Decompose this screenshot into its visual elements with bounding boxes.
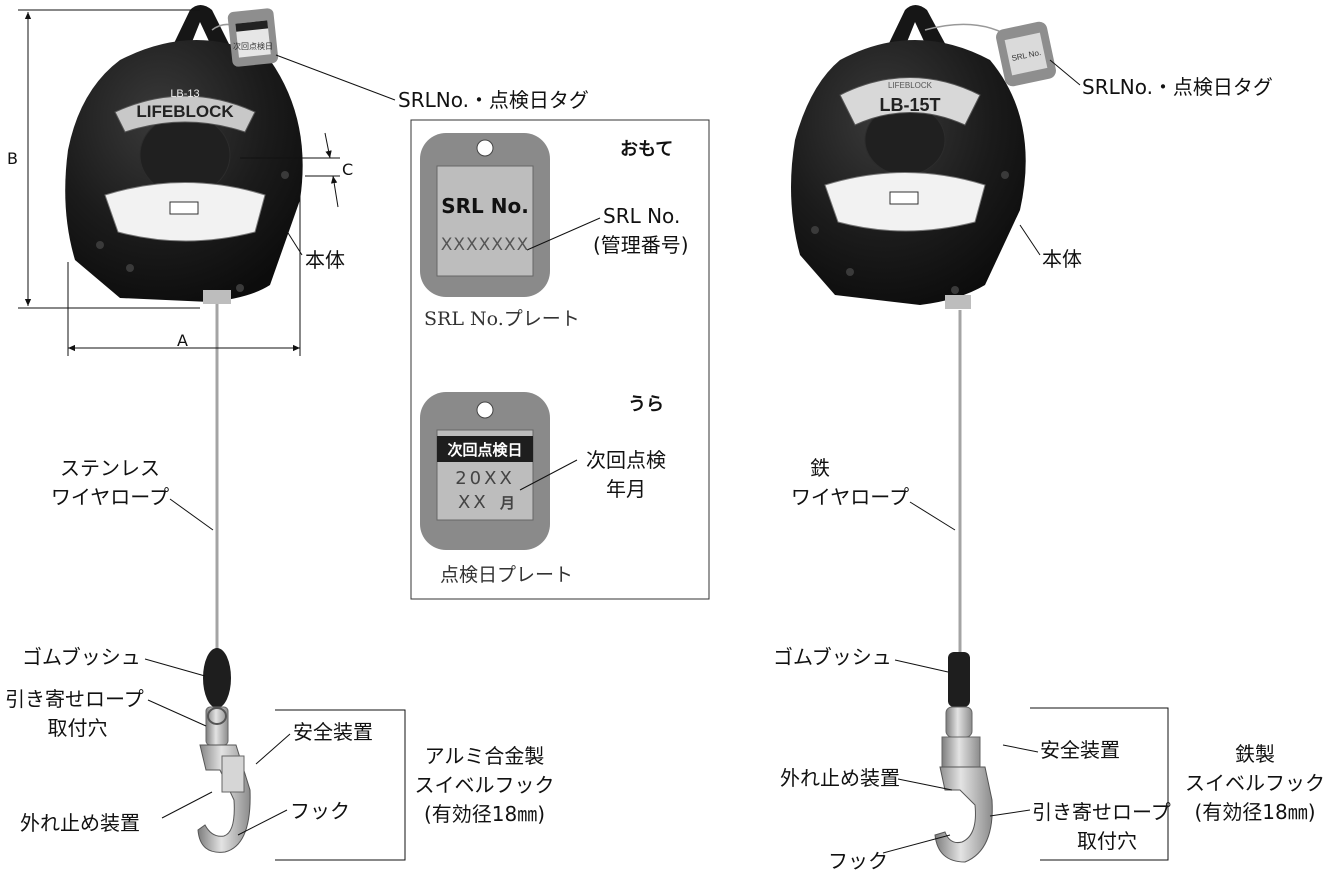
left-rope-label-2: ワイヤロープ <box>50 485 170 509</box>
left-logo-text: LIFEBLOCK <box>136 102 234 121</box>
front-plate-value: XXXXXXX <box>440 235 530 255</box>
right-logo-text: LIFEBLOCK <box>888 81 933 90</box>
right-hole-label-2: 取付穴 <box>1077 829 1137 853</box>
back-plate-month-unit: 月 <box>500 494 516 512</box>
right-unit-illustration: LB-15T LIFEBLOCK SRL No. <box>791 5 1169 863</box>
back-label-2: 年月 <box>606 477 646 501</box>
front-side-title: おもて <box>620 139 674 160</box>
right-logo-plate <box>839 77 981 126</box>
front-label-1: SRL No. <box>603 204 681 228</box>
left-latch-label: 外れ止め装置 <box>20 811 140 835</box>
back-plate-month-num: XX <box>458 492 489 513</box>
right-rope-label-2: ワイヤロープ <box>790 485 910 509</box>
left-hook-type-2: スイベルフック <box>414 773 555 797</box>
back-side-title: うら <box>628 394 664 415</box>
right-hole-label-1: 引き寄せロープ <box>1032 800 1171 824</box>
left-hole-label-1: 引き寄せロープ <box>5 687 144 711</box>
left-hole-label-2: 取付穴 <box>47 716 108 740</box>
plates-illustration <box>410 119 710 600</box>
right-hook-type-3: (有効径18㎜) <box>1194 800 1316 824</box>
left-bush-label: ゴムブッシュ <box>22 645 141 669</box>
left-hook-type-3: (有効径18㎜) <box>423 802 546 826</box>
right-bush-label: ゴムブッシュ <box>773 645 892 669</box>
right-hook <box>934 766 993 863</box>
right-safety-label: 安全装置 <box>1040 738 1120 762</box>
left-body-label: 本体 <box>305 248 345 272</box>
back-caption: 点検日プレート <box>440 564 574 586</box>
left-tag-text: 次回点検日 <box>233 41 273 51</box>
left-model-text: LB-13 <box>170 88 199 100</box>
left-safety-label: 安全装置 <box>293 720 373 744</box>
left-rope-label-1: ステンレス <box>60 456 160 480</box>
front-plate-title: SRL No. <box>441 194 529 218</box>
front-caption: SRL No.プレート <box>424 308 580 330</box>
back-label-1: 次回点検 <box>586 448 666 472</box>
right-rubber-bush <box>948 652 970 707</box>
front-label-2: (管理番号) <box>593 233 689 257</box>
back-plate-title: 次回点検日 <box>447 441 523 459</box>
dimension-c-label: C <box>342 160 354 179</box>
left-unit-illustration: LIFEBLOCK LB-13 次回点検日 <box>18 5 406 861</box>
dimension-b-label: B <box>7 149 18 168</box>
left-rubber-bush <box>203 648 231 708</box>
right-body-label: 本体 <box>1042 247 1082 271</box>
right-tag-label: SRLNo.・点検日タグ <box>1082 75 1273 99</box>
left-hook-type-1: アルミ合金製 <box>424 744 545 768</box>
right-hook-type-1: 鉄製 <box>1235 742 1275 766</box>
right-rope-label-1: 鉄 <box>810 456 830 480</box>
right-model-text: LB-15T <box>879 95 940 115</box>
left-hook-label: フック <box>290 799 350 823</box>
right-latch-label: 外れ止め装置 <box>780 766 900 790</box>
left-tag-label: SRLNo.・点検日タグ <box>398 88 589 112</box>
back-plate-year: 20XX <box>455 468 515 489</box>
left-logo-plate <box>114 95 256 133</box>
dimension-a-label: A <box>177 331 188 350</box>
right-hook-label: フック <box>828 849 888 873</box>
right-hook-type-2: スイベルフック <box>1185 771 1325 795</box>
